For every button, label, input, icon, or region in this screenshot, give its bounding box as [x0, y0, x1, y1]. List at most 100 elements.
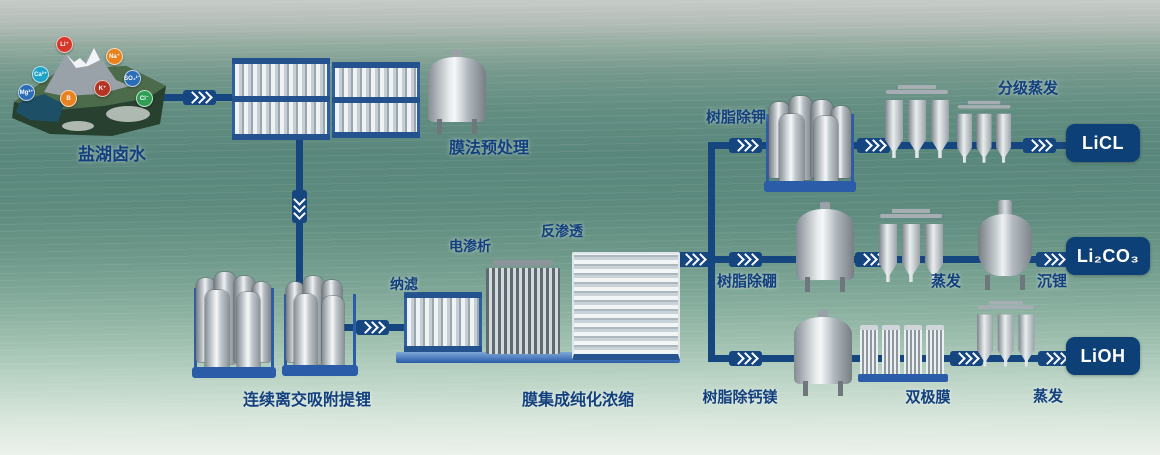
label-evaporation-bot: 蒸发 [1032, 388, 1064, 405]
evaporator-vessel [902, 224, 920, 282]
resin-column [814, 116, 838, 184]
flow-arrow-icon [356, 320, 389, 335]
tank-body [796, 209, 854, 280]
frame-post [284, 294, 287, 370]
ion-dot-k: K⁺ [94, 80, 111, 97]
rack-frame-bar [404, 292, 482, 298]
bipolar-membrane-unit [858, 320, 948, 384]
ion-dot-li: Li⁺ [56, 36, 73, 53]
ion-dot-cl: Cl⁻ [136, 90, 153, 107]
evaporator-group-1 [884, 84, 950, 168]
pipe-manifold [977, 300, 1034, 309]
electrodialysis-stack [486, 260, 560, 354]
membrane-stack [926, 325, 944, 374]
evaporator-vessel [908, 100, 926, 158]
frame-post [271, 288, 274, 372]
base-frame [192, 367, 276, 378]
flow-arrow-icon [729, 351, 762, 366]
rack-frame-bar [232, 58, 330, 64]
label-salt-lake-brine: 盐湖卤水 [78, 145, 146, 164]
rack-frame-bar [332, 96, 420, 103]
flow-line-trunk [708, 142, 715, 362]
camg-removal-tank [794, 310, 852, 396]
reactor-body [978, 214, 1032, 276]
evaporator-vessel [976, 314, 994, 367]
flow-arrow-icon [729, 138, 762, 153]
evaporator-vessel [995, 113, 1012, 163]
label-resin-remove-camg: 树脂除钙镁 [702, 389, 778, 406]
resin-column [237, 292, 260, 370]
evaporator-vessel [956, 113, 973, 163]
label-electrodialysis: 电渗析 [449, 238, 491, 254]
tank-body [794, 317, 852, 384]
membrane-stack [904, 325, 922, 374]
resin-column [779, 114, 804, 184]
tank-leg [840, 277, 845, 292]
evaporator-group-mid [878, 208, 944, 292]
tank-nozzle [820, 202, 830, 211]
resin-column [294, 294, 317, 370]
rack-frame-bar [404, 346, 482, 352]
tank-nozzle [452, 50, 462, 59]
label-membrane-purification: 膜集成纯化浓缩 [521, 392, 635, 409]
base-frame [858, 374, 948, 382]
label-resin-remove-b: 树脂除硼 [716, 273, 778, 290]
label-continuous-ion-exchange: 连续离交吸附提锂 [242, 392, 372, 409]
flow-arrow-icon [950, 351, 983, 366]
ion-label: K⁺ [98, 86, 107, 92]
frame-post [353, 294, 356, 370]
evaporator-vessel [1018, 314, 1035, 367]
membrane-stack [882, 325, 900, 374]
resin-k-cluster [764, 90, 856, 192]
label-bipolar-membrane: 双极膜 [905, 389, 951, 406]
frame-post [766, 114, 769, 186]
frame-post [851, 114, 854, 186]
pipe-manifold [886, 85, 948, 94]
membrane-rack-1 [232, 58, 330, 140]
tank-leg [838, 381, 843, 396]
label-staged-evaporation: 分级蒸发 [997, 80, 1059, 97]
label-nanofiltration: 纳滤 [390, 276, 418, 292]
ion-label: B [66, 95, 71, 102]
rack-frame-bar [232, 95, 330, 102]
flow-arrow-icon [1038, 351, 1071, 366]
rack-frame-bar [332, 132, 420, 138]
reactor-leg [1020, 275, 1025, 290]
evaporator-vessel [925, 224, 943, 282]
tank-leg [472, 119, 477, 134]
boron-removal-tank [796, 202, 854, 292]
ion-label: Na⁺ [109, 54, 120, 60]
reverse-osmosis-rack [572, 252, 680, 360]
base-frame [764, 181, 856, 192]
rack-frame-bar [232, 134, 330, 140]
pretreatment-tank [428, 50, 486, 134]
flow-arrow-icon [729, 252, 762, 267]
ion-dot-mg: Mg²⁺ [18, 84, 35, 101]
resin-column [322, 296, 344, 370]
product-licl: LiCL [1066, 124, 1140, 162]
ion-exchange-cluster-2 [282, 270, 358, 376]
base-frame [282, 365, 358, 376]
membrane-stack [860, 325, 878, 374]
ion-label: Cl⁻ [139, 96, 150, 102]
tank-leg [805, 277, 810, 292]
ion-dot-b: B [60, 90, 77, 107]
label-evaporation-mid: 蒸发 [930, 273, 962, 290]
flow-arrow-icon [677, 252, 710, 267]
ion-dot-na: Na⁺ [106, 48, 123, 65]
pipe-manifold [880, 209, 942, 218]
evaporator-vessel [885, 100, 903, 158]
flow-arrow-down-icon [292, 190, 307, 223]
frame-post [194, 288, 197, 372]
reactor-leg [985, 275, 990, 290]
evaporator-group-bot [976, 300, 1035, 376]
evaporator-group-2 [956, 100, 1012, 171]
flow-arrow-icon [1023, 138, 1056, 153]
membrane-rack-2 [332, 62, 420, 138]
agitator-motor [998, 200, 1012, 216]
tank-body [428, 57, 486, 122]
label-li-precipitation: 沉锂 [1036, 273, 1068, 290]
precipitation-reactor [976, 200, 1034, 290]
equipment-platform [396, 352, 680, 363]
